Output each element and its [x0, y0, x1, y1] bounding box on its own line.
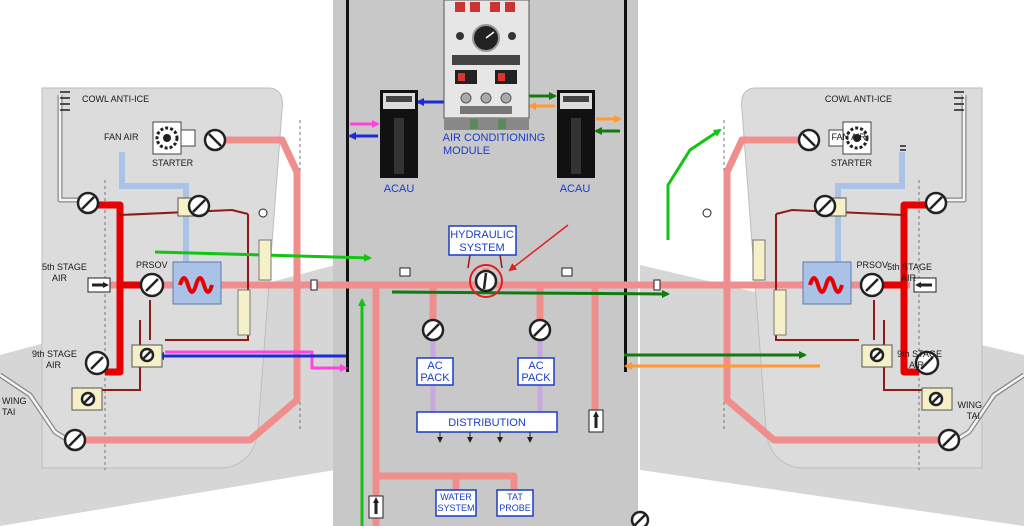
valve-icon — [474, 269, 498, 293]
valve-icon — [928, 391, 944, 407]
valve-icon — [630, 510, 650, 526]
ac-pack-left-box[interactable] — [416, 357, 454, 386]
label-tat-2: PROBE — [499, 503, 531, 513]
magenta-arrow-lower — [165, 350, 348, 372]
highlight-ring — [469, 264, 503, 298]
label-5th-left-1: 5th STAGE — [42, 262, 87, 272]
green-arrow-right-engine — [666, 128, 722, 240]
label-hydraulic-1: HYDRAULIC — [450, 229, 514, 241]
label-acau-right: ACAU — [560, 183, 591, 195]
acau-right-unit[interactable] — [557, 90, 595, 178]
label-cowl-right: COWL ANTI-ICE — [825, 94, 892, 104]
label-ac-pack-left-2: PACK — [420, 372, 450, 384]
air-conditioning-module-panel[interactable] — [443, 0, 530, 130]
pack-supply-ducts — [430, 340, 543, 412]
label-5th-right-1: 5th STAGE — [887, 262, 932, 272]
valve-icon — [84, 350, 110, 376]
starter-left-gear-icon[interactable] — [152, 121, 196, 155]
distribution-box[interactable] — [416, 411, 558, 433]
label-acm-2: MODULE — [443, 145, 490, 157]
fuselage-right-edge — [624, 0, 627, 372]
check-valves[interactable] — [87, 277, 937, 519]
label-9th-left-2: AIR — [46, 360, 62, 370]
label-wing-tai-left-2: TAI — [2, 407, 15, 417]
label-water-1: WATER — [440, 492, 472, 502]
butterfly-valves[interactable] — [63, 128, 961, 526]
label-wing-tai-right-2: TAI — [967, 411, 980, 421]
precooler-left[interactable] — [172, 261, 222, 305]
label-prsov-left: PRSOV — [136, 260, 168, 270]
valve-icon — [187, 194, 211, 218]
valve-icon — [924, 191, 948, 215]
label-9th-left-1: 9th STAGE — [32, 349, 77, 359]
fuselage-left-edge — [346, 0, 349, 372]
label-distribution: DISTRIBUTION — [448, 417, 526, 429]
valve-icon — [869, 347, 885, 363]
label-acm-1: AIR CONDITIONING — [443, 132, 546, 144]
label-9th-right-2: AIR — [909, 360, 925, 370]
valve-icon — [421, 318, 445, 342]
valve-icon — [80, 391, 96, 407]
label-water-2: SYSTEM — [437, 503, 474, 513]
label-cowl-left: COWL ANTI-ICE — [82, 94, 149, 104]
tat-probe-box[interactable] — [496, 489, 534, 517]
valve-icon — [528, 318, 552, 342]
knob-icon — [500, 92, 512, 104]
valve-icon — [859, 272, 885, 298]
label-acau-left: ACAU — [384, 183, 415, 195]
label-starter-right: STARTER — [831, 158, 873, 168]
sensor-left — [237, 239, 272, 336]
valve-icon — [813, 194, 837, 218]
fan-air-ducts — [119, 152, 905, 262]
valve-icon — [139, 347, 155, 363]
label-wing-tai-left-1: WING — [2, 396, 27, 406]
dark-green-arrow-crossfeed — [391, 289, 670, 298]
label-tat-1: TAT — [507, 492, 523, 502]
valve-icon — [797, 128, 821, 152]
label-5th-right-2: AIR — [901, 273, 917, 283]
sensor-right — [752, 239, 787, 336]
label-5th-left-2: AIR — [52, 273, 68, 283]
valve-icon — [203, 128, 227, 152]
ac-pack-right-box[interactable] — [517, 357, 555, 386]
main-bleed-ducts — [75, 136, 949, 526]
hydraulic-system-box[interactable] — [448, 225, 517, 256]
valve-icon — [914, 350, 940, 376]
label-fan-air-left: FAN AIR — [104, 132, 139, 142]
knob-icon — [460, 92, 472, 104]
precooler-right[interactable] — [802, 261, 852, 305]
label-ac-pack-right-1: AC — [528, 360, 543, 372]
label-ac-pack-left-1: AC — [427, 360, 442, 372]
label-prsov-right: PRSOV — [856, 260, 888, 270]
distribution-outlets — [437, 432, 533, 443]
red-pointer-arrow — [508, 224, 569, 272]
line-sensors — [258, 208, 712, 291]
label-ac-pack-right-2: PACK — [521, 372, 551, 384]
knob-icon — [480, 92, 492, 104]
water-system-box[interactable] — [435, 489, 477, 517]
label-9th-right-1: 9th STAGE — [897, 349, 942, 359]
valve-icon — [76, 191, 100, 215]
acau-left-unit[interactable] — [380, 90, 418, 178]
valve-icon — [63, 428, 87, 452]
valve-icon — [139, 272, 165, 298]
label-starter-left: STARTER — [152, 158, 194, 168]
cowl-ladder-icons — [60, 91, 964, 151]
starter-right-gear-icon[interactable] — [828, 121, 872, 155]
label-fan-air-right: FAN AIR — [831, 132, 866, 142]
label-wing-tai-right-1: WING — [958, 400, 983, 410]
label-hydraulic-2: SYSTEM — [459, 242, 504, 254]
valve-icon — [937, 428, 961, 452]
